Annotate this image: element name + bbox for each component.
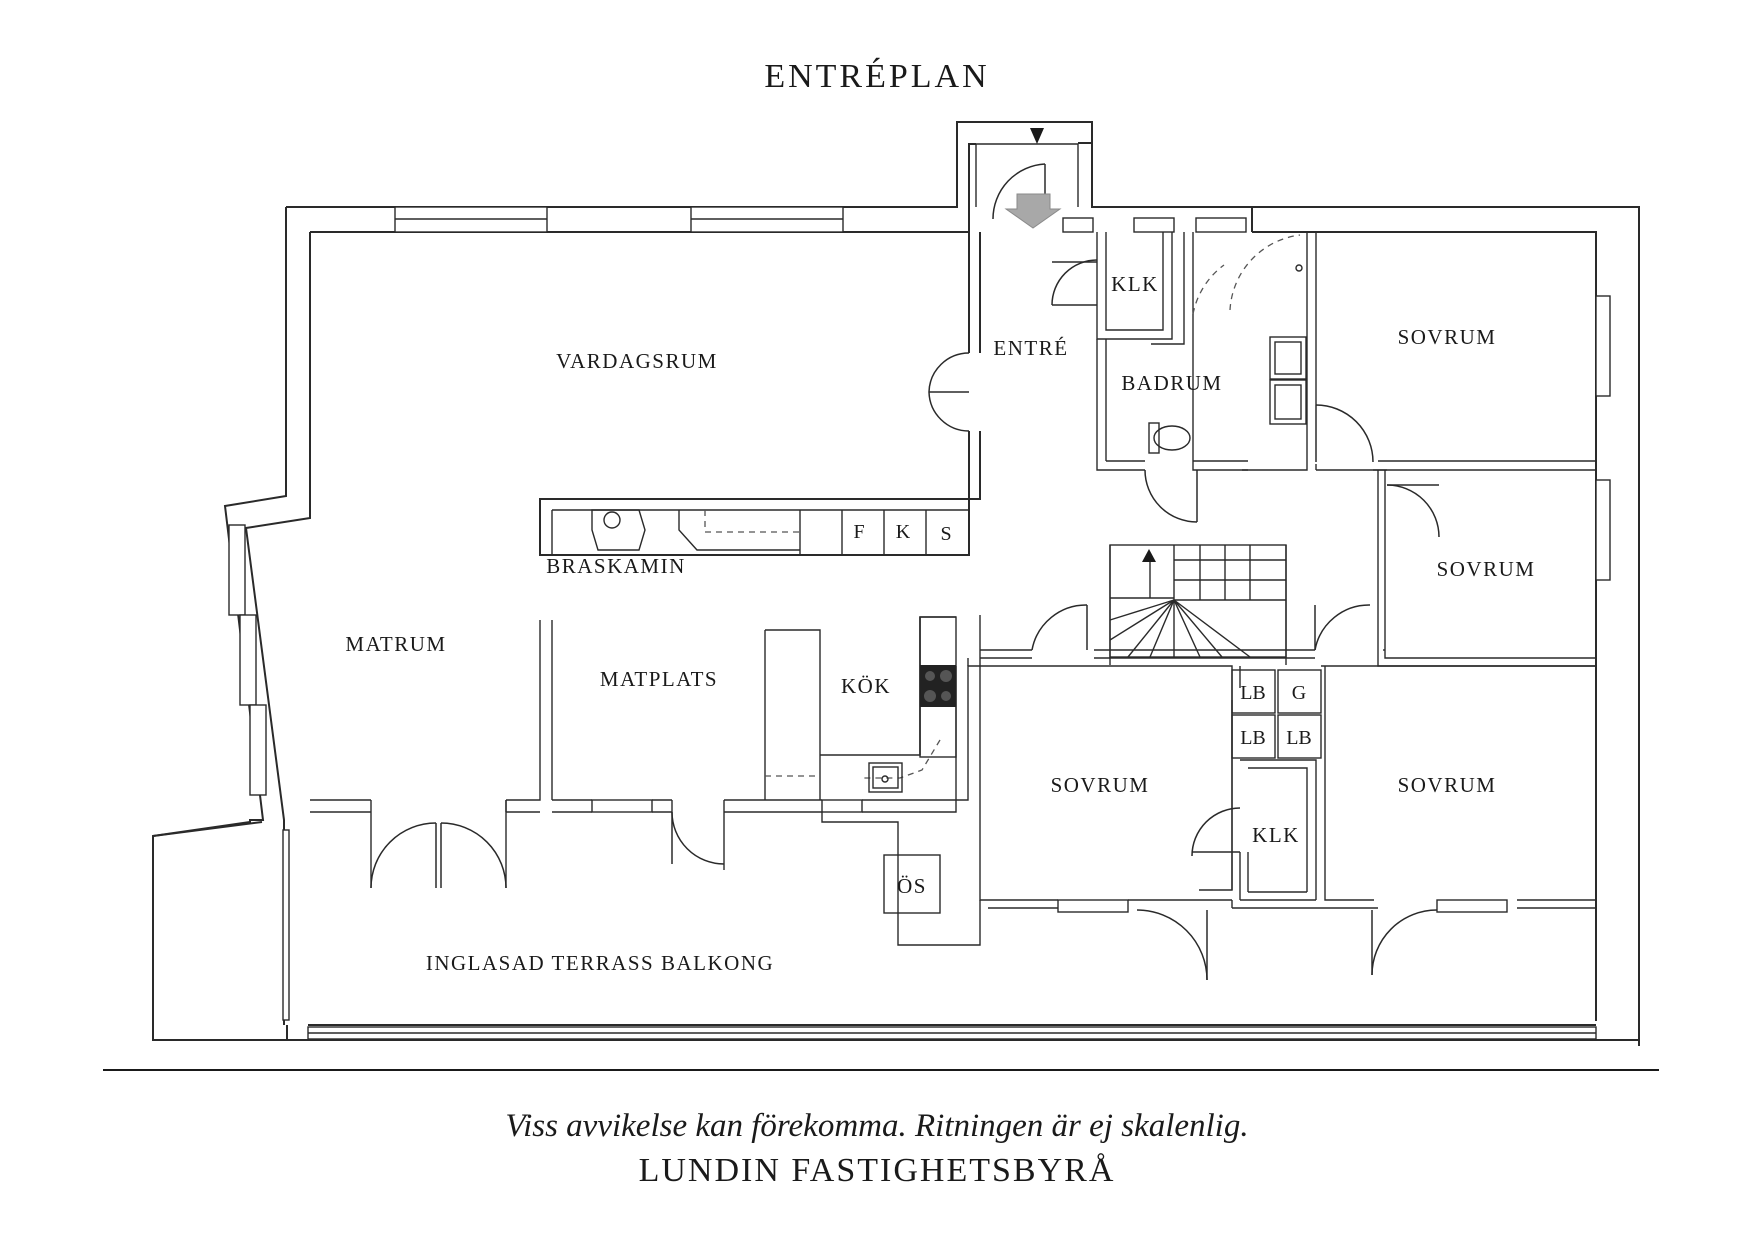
windows <box>228 206 1611 1040</box>
door-swings <box>370 234 1440 981</box>
label-braskamin: BRASKAMIN <box>546 554 686 578</box>
storage-label-lb-3: LB <box>1286 727 1312 749</box>
entrance-arrow-icon <box>1004 193 1062 229</box>
storage-label-k: K <box>896 521 911 543</box>
storage-label-s: S <box>940 523 951 545</box>
room-label-kok: KÖK <box>841 674 891 698</box>
room-label-klk-bottom: KLK <box>1252 823 1300 847</box>
room-label-klk-top: KLK <box>1111 272 1159 296</box>
room-label-sovrum-2: SOVRUM <box>1437 557 1536 581</box>
disclaimer-text: Viss avvikelse kan förekomma. Ritningen … <box>505 1108 1249 1144</box>
toilet-icon <box>1148 422 1191 454</box>
storage-labels: F K S LB G LB LB <box>853 521 1311 749</box>
sink-icon <box>868 762 903 793</box>
kitchen-counter <box>764 616 957 800</box>
room-label-vardagsrum: VARDAGSRUM <box>556 349 718 373</box>
room-label-entre: ENTRÉ <box>993 336 1068 360</box>
stair-arrow-icon <box>1142 549 1156 562</box>
storage-label-g: G <box>1292 682 1306 704</box>
room-label-sovrum-4: SOVRUM <box>1398 773 1497 797</box>
washbasin-icon <box>1269 336 1307 380</box>
washbasin-icon <box>1269 379 1307 425</box>
interior-walls <box>310 143 1596 946</box>
outer-walls <box>152 121 1640 1046</box>
stove-icon <box>920 665 956 707</box>
room-label-os: ÖS <box>897 874 927 898</box>
plan-title: ENTRÉPLAN <box>764 58 990 95</box>
storage-label-lb-2: LB <box>1240 727 1266 749</box>
storage-bench <box>551 509 969 555</box>
room-label-terrass: INGLASAD TERRASS BALKONG <box>426 951 774 975</box>
storage-label-f: F <box>853 521 864 543</box>
room-label-sovrum-3: SOVRUM <box>1051 773 1150 797</box>
room-label-matplats: MATPLATS <box>600 667 718 691</box>
entrance <box>992 128 1062 229</box>
room-label-matrum: MATRUM <box>345 632 446 656</box>
braskamin-icon <box>603 511 621 529</box>
entry-marker-icon <box>1030 128 1044 144</box>
room-label-badrum: BADRUM <box>1121 371 1222 395</box>
room-labels: VARDAGSRUM ENTRÉ KLK BADRUM SOVRUM SOVRU… <box>345 272 1536 975</box>
room-label-sovrum-1: SOVRUM <box>1398 325 1497 349</box>
footer-divider <box>103 1069 1659 1071</box>
brand-name: LUNDIN FASTIGHETSBYRÅ <box>638 1152 1116 1189</box>
storage-label-lb-1: LB <box>1240 682 1266 704</box>
bathroom-fixtures <box>1148 264 1307 454</box>
stairs <box>1109 544 1287 658</box>
